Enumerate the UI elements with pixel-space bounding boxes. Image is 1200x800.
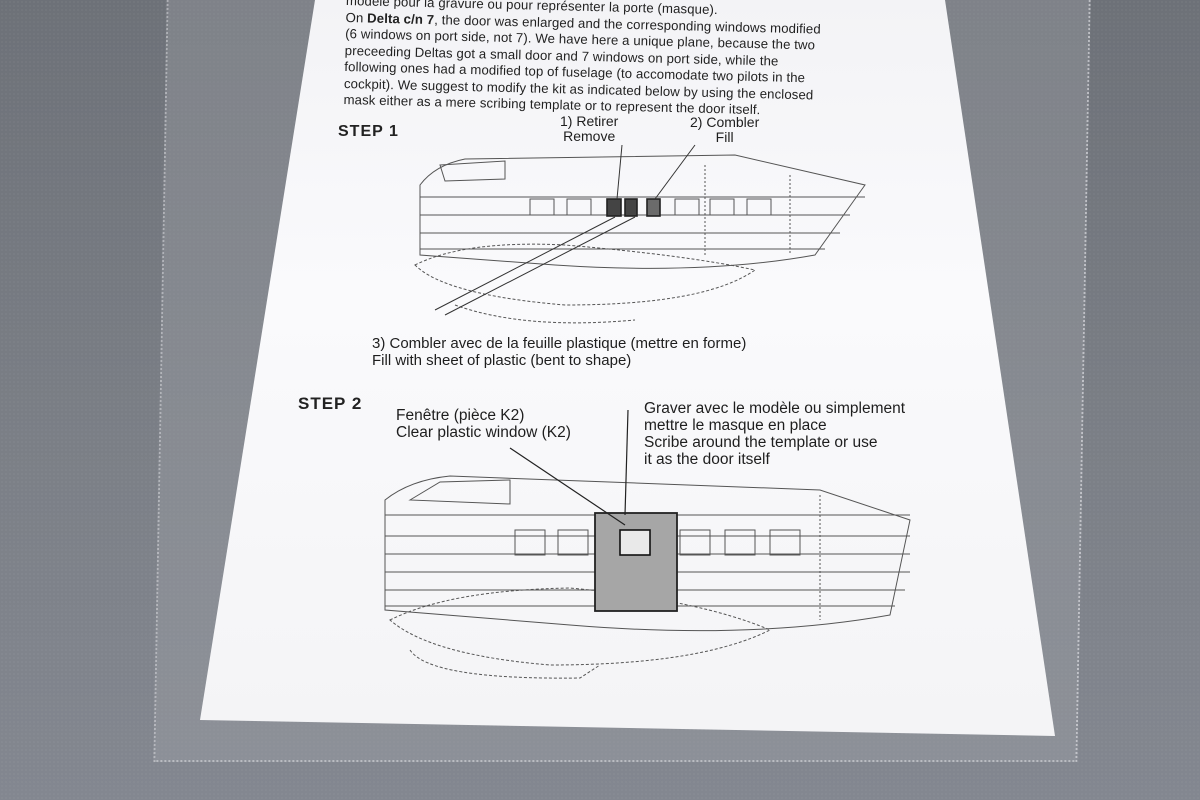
- door-window: [619, 529, 651, 556]
- step-2-scribe-label: Graver avec le modèle ou simplement mett…: [644, 400, 906, 468]
- step-1-plastic-label: 3) Combler avec de la feuille plastique …: [372, 335, 747, 369]
- step-2-window-label: Fenêtre (pièce K2) Clear plastic window …: [396, 407, 571, 441]
- door-mask-area: [594, 512, 678, 612]
- step-1-fuselage-drawing: [414, 144, 866, 324]
- intro-prefix: On: [345, 9, 368, 26]
- step-2-title: STEP 2: [298, 394, 363, 413]
- instruction-sheet: [200, 0, 1055, 736]
- intro-bold-delta: Delta c/n 7: [366, 10, 435, 27]
- step-2-fuselage-drawing: [384, 409, 911, 679]
- step-1-fill-label: 2) Combler Fill: [690, 114, 760, 145]
- step-1-remove-label: 1) Retirer Remove: [560, 113, 619, 144]
- intro-text: modèle pour la gravure ou pour représent…: [343, 0, 926, 124]
- step-1-title: STEP 1: [338, 123, 399, 140]
